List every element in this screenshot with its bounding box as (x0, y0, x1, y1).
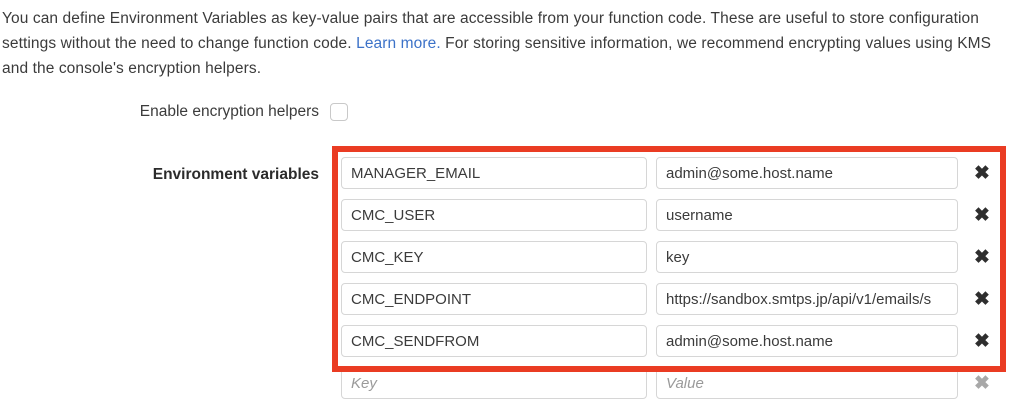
env-value-input[interactable]: admin@some.host.name (656, 325, 958, 357)
env-key-input[interactable]: MANAGER_EMAIL (341, 157, 647, 189)
table-row: CMC_USER username ✖ (341, 199, 999, 231)
env-value-input[interactable]: https://sandbox.smtps.jp/api/v1/emails/s (656, 283, 958, 315)
table-row: MANAGER_EMAIL admin@some.host.name ✖ (341, 157, 999, 189)
table-row: CMC_ENDPOINT https://sandbox.smtps.jp/ap… (341, 283, 999, 315)
learn-more-link[interactable]: Learn more. (356, 35, 441, 52)
encryption-helpers-checkbox[interactable] (330, 103, 348, 121)
new-row: Key Value ✖ (341, 367, 999, 399)
table-row: CMC_SENDFROM admin@some.host.name ✖ (341, 325, 999, 357)
environment-variables-label: Environment variables (152, 166, 319, 183)
encryption-helpers-row: Enable encryption helpers (0, 99, 400, 125)
new-env-value-input[interactable]: Value (656, 367, 958, 399)
env-key-input[interactable]: CMC_ENDPOINT (341, 283, 647, 315)
environment-variables-list: MANAGER_EMAIL admin@some.host.name ✖ CMC… (341, 157, 999, 399)
description-part-1: You can define Environment Variables as … (2, 10, 979, 52)
remove-row-icon[interactable]: ✖ (974, 330, 990, 352)
description-text: You can define Environment Variables as … (2, 6, 1014, 81)
env-key-input[interactable]: CMC_KEY (341, 241, 647, 273)
env-value-input[interactable]: admin@some.host.name (656, 157, 958, 189)
env-value-input[interactable]: key (656, 241, 958, 273)
table-row: CMC_KEY key ✖ (341, 241, 999, 273)
remove-row-icon[interactable]: ✖ (974, 288, 990, 310)
env-key-input[interactable]: CMC_USER (341, 199, 647, 231)
remove-row-icon[interactable]: ✖ (974, 162, 990, 184)
env-value-input[interactable]: username (656, 199, 958, 231)
env-key-input[interactable]: CMC_SENDFROM (341, 325, 647, 357)
remove-row-icon[interactable]: ✖ (974, 246, 990, 268)
remove-row-icon[interactable]: ✖ (974, 204, 990, 226)
remove-row-icon[interactable]: ✖ (974, 372, 990, 394)
description-part-2: For storing sensitive information, we re… (2, 35, 992, 77)
encryption-helpers-label: Enable encryption helpers (139, 103, 319, 120)
new-env-key-input[interactable]: Key (341, 367, 647, 399)
